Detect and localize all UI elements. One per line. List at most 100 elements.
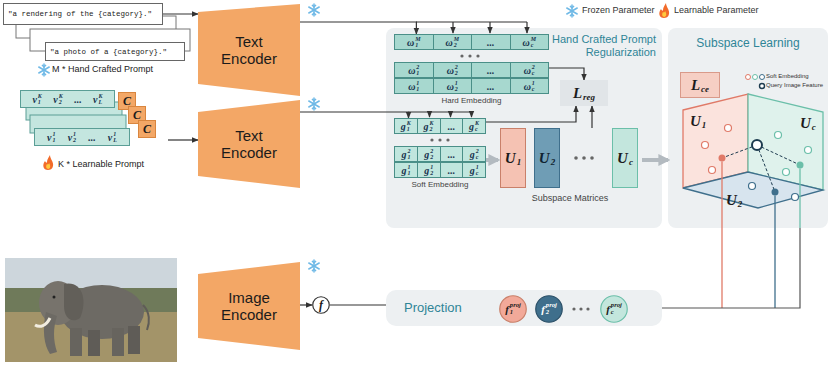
subscript: 2: [73, 137, 76, 143]
superscript: 2: [476, 148, 479, 154]
math-symbol: ω: [447, 65, 454, 76]
node-content: gK1gK2...gKc: [395, 119, 485, 133]
math-symbol: g: [401, 149, 406, 160]
ellipsis-text: ...: [448, 165, 456, 176]
node-content: vK1vK2...vKL: [21, 91, 114, 107]
superscript: K: [407, 120, 411, 126]
math-symbol: ω: [445, 37, 452, 48]
subspace-matrices-group: Subspace Matrices U1 U2 Uc: [498, 128, 642, 204]
superscript: K: [38, 93, 42, 99]
legend-entry: Learnable Parameter: [674, 5, 759, 16]
subscript: 1: [407, 126, 410, 132]
subscript: 2: [59, 99, 62, 105]
math-token: U1: [505, 149, 521, 166]
subscript: c: [476, 170, 479, 176]
node-content: C: [139, 121, 155, 137]
feature-circle: f: [312, 296, 330, 314]
math-symbol: L: [691, 77, 700, 94]
superscript: 2: [407, 148, 410, 154]
embedding-cell: g21: [395, 147, 418, 161]
math-symbol: v: [108, 132, 112, 143]
subspace-matrix: U2: [534, 128, 560, 188]
embedding-row: ω21ω22...ω2c: [394, 62, 549, 78]
soft-embedding-group: Soft EmbeddinggK1gK2...gKcg21g22...g2cg1…: [398, 118, 482, 192]
node-content: ω11ω12...ω1c: [395, 79, 548, 93]
embedding-cell: ω21: [395, 63, 434, 77]
script-stack: M2: [454, 36, 459, 48]
ellipsis-text: ...: [487, 37, 495, 48]
heading-box: Subspace Matrices: [498, 193, 642, 204]
superscript: M: [454, 36, 459, 42]
script-stack: 1: [517, 149, 522, 166]
math-token: Lce: [691, 76, 709, 93]
subspace-matrix: Uc: [612, 128, 638, 188]
superscript: 1: [455, 80, 458, 86]
subscript: 2: [455, 70, 458, 76]
script-stack: K2: [430, 120, 434, 132]
node-content: ω21ω22...ω2c: [395, 63, 548, 77]
superscript: 2: [430, 148, 433, 154]
subscript: 1: [416, 70, 419, 76]
panel-background: [668, 28, 828, 228]
superscript: 1: [113, 131, 116, 137]
node-content: fproj1: [499, 295, 527, 323]
script-stack: 1c: [476, 164, 479, 176]
math-token: ...: [88, 132, 96, 143]
embedding-cell: ...: [472, 79, 511, 93]
subscript: 1: [510, 309, 513, 316]
superscript: K: [430, 120, 434, 126]
embedding-cell: ...: [441, 119, 464, 133]
subscript: 2: [430, 170, 433, 176]
embedding-cell: ...: [441, 147, 464, 161]
connector-arrow: [163, 13, 198, 14]
superscript: M: [531, 36, 536, 42]
group-heading: K * Learnable Prompt: [58, 159, 144, 169]
math-symbol: ω: [447, 81, 454, 92]
subscript: L: [99, 99, 103, 105]
subscript: reg: [583, 93, 595, 102]
node-content: Uc: [613, 129, 637, 187]
prompt-group: M * Hand Crafted Prompt"a rendering of t…: [3, 3, 195, 79]
learnable-prompt-card: v11v12...v1L: [34, 128, 130, 146]
connector-arrow: [300, 22, 416, 34]
superscript: 1: [430, 164, 433, 170]
script-stack: 1L: [113, 131, 117, 143]
embedding-cell: ...: [472, 63, 511, 77]
circle-outline: [313, 297, 330, 314]
subscript: c: [812, 123, 816, 132]
math-token: Uc: [617, 149, 633, 166]
node-content: g21g22...g2c: [395, 147, 485, 161]
connector-group: [163, 14, 800, 308]
node-content: Lce: [681, 73, 719, 97]
math-symbol: ω: [522, 37, 529, 48]
connector-arrow: [330, 304, 386, 305]
script-stack: c: [812, 115, 816, 132]
elephant-photo: [5, 258, 177, 362]
math-symbol: U: [800, 115, 811, 132]
math-token: vKL: [93, 93, 102, 105]
script-stack: 21: [407, 148, 410, 160]
embedding-cell: ωM2: [434, 35, 473, 49]
node-content: U2: [535, 129, 559, 187]
script-stack: Kc: [475, 120, 479, 132]
subscript: 1: [407, 154, 410, 160]
script-stack: 22: [455, 64, 458, 76]
math-symbol: f: [541, 303, 545, 315]
script-stack: proj2: [546, 302, 557, 315]
encoder-label: Image Encoder: [212, 289, 286, 324]
math-symbol: g: [401, 121, 406, 132]
math-symbol: L: [573, 85, 582, 102]
math-symbol: U: [690, 113, 701, 130]
circle-shape: [600, 295, 628, 323]
math-token: Lreg: [573, 84, 595, 101]
image-encoder: Image Encoder: [198, 262, 300, 350]
superscript: K: [59, 93, 63, 99]
math-symbol: U: [505, 150, 516, 167]
math-symbol: U: [726, 192, 737, 209]
prompt-card: "a photo of a {category}.": [45, 42, 185, 61]
heading-box: M * Hand Crafted Prompt: [52, 64, 192, 75]
math-token: v11: [47, 131, 55, 143]
group-heading: Soft Embedding: [412, 180, 469, 189]
frozen-icon: [39, 64, 49, 76]
ellipsis-text: ...: [74, 94, 82, 105]
